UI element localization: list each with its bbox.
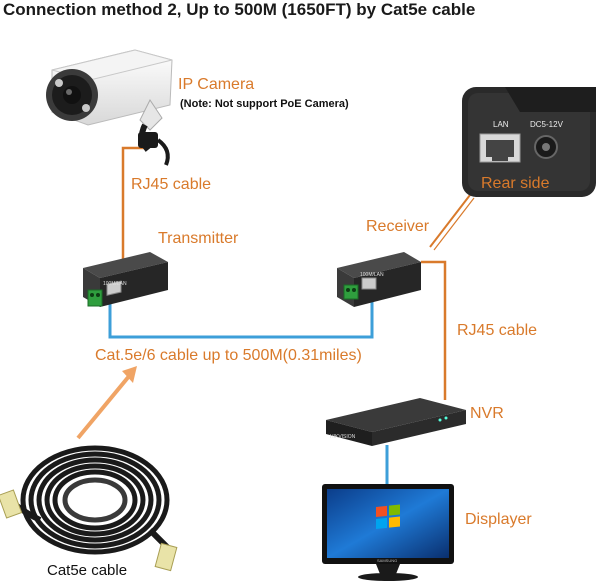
ip-camera-label: IP Camera bbox=[178, 76, 255, 93]
monitor-brand-label: SAMSUNG bbox=[377, 558, 397, 563]
rear-lan-label: LAN bbox=[493, 120, 509, 129]
cat5e-cable-label: Cat5e cable bbox=[47, 562, 128, 579]
nvr-brand-label: HIKVISION bbox=[330, 434, 356, 440]
receiver-to-nvr-line bbox=[421, 260, 447, 400]
ip-camera-note: (Note: Not support PoE Camera) bbox=[180, 98, 349, 110]
rear-side-pointer-line bbox=[429, 194, 471, 248]
cable-arrow-head bbox=[122, 366, 137, 383]
rear-side-panel bbox=[462, 87, 596, 197]
ip-camera-icon bbox=[46, 49, 173, 166]
rear-power-label: DC5-12V bbox=[530, 120, 564, 129]
transmitter-device bbox=[83, 252, 168, 307]
displayer-label: Displayer bbox=[465, 511, 532, 528]
camera-to-transmitter-line bbox=[121, 146, 148, 262]
rj45-cable-label-left: RJ45 cable bbox=[131, 176, 212, 193]
rear-side-pointer-line-2 bbox=[433, 197, 475, 251]
cat5e-cable-coil-icon bbox=[7, 445, 171, 555]
cable-arrow-line bbox=[76, 373, 132, 440]
rj45-plug-icon bbox=[0, 489, 178, 572]
transmitter-port-label: 100M/LAN bbox=[103, 281, 127, 287]
nvr-device bbox=[326, 398, 466, 446]
rj45-cable-label-right: RJ45 cable bbox=[457, 322, 538, 339]
receiver-label: Receiver bbox=[366, 218, 430, 235]
rear-side-label: Rear side bbox=[481, 175, 550, 192]
receiver-device bbox=[337, 252, 421, 307]
monitor-device bbox=[322, 484, 454, 581]
receiver-port-label: 100M/LAN bbox=[360, 272, 384, 278]
transmitter-label: Transmitter bbox=[158, 230, 239, 247]
cable-span-label: Cat.5e/6 cable up to 500M(0.31miles) bbox=[95, 347, 362, 364]
page-title: Connection method 2, Up to 500M (1650FT)… bbox=[3, 0, 476, 19]
cat5e-link-line bbox=[108, 300, 374, 339]
nvr-label: NVR bbox=[470, 405, 504, 422]
